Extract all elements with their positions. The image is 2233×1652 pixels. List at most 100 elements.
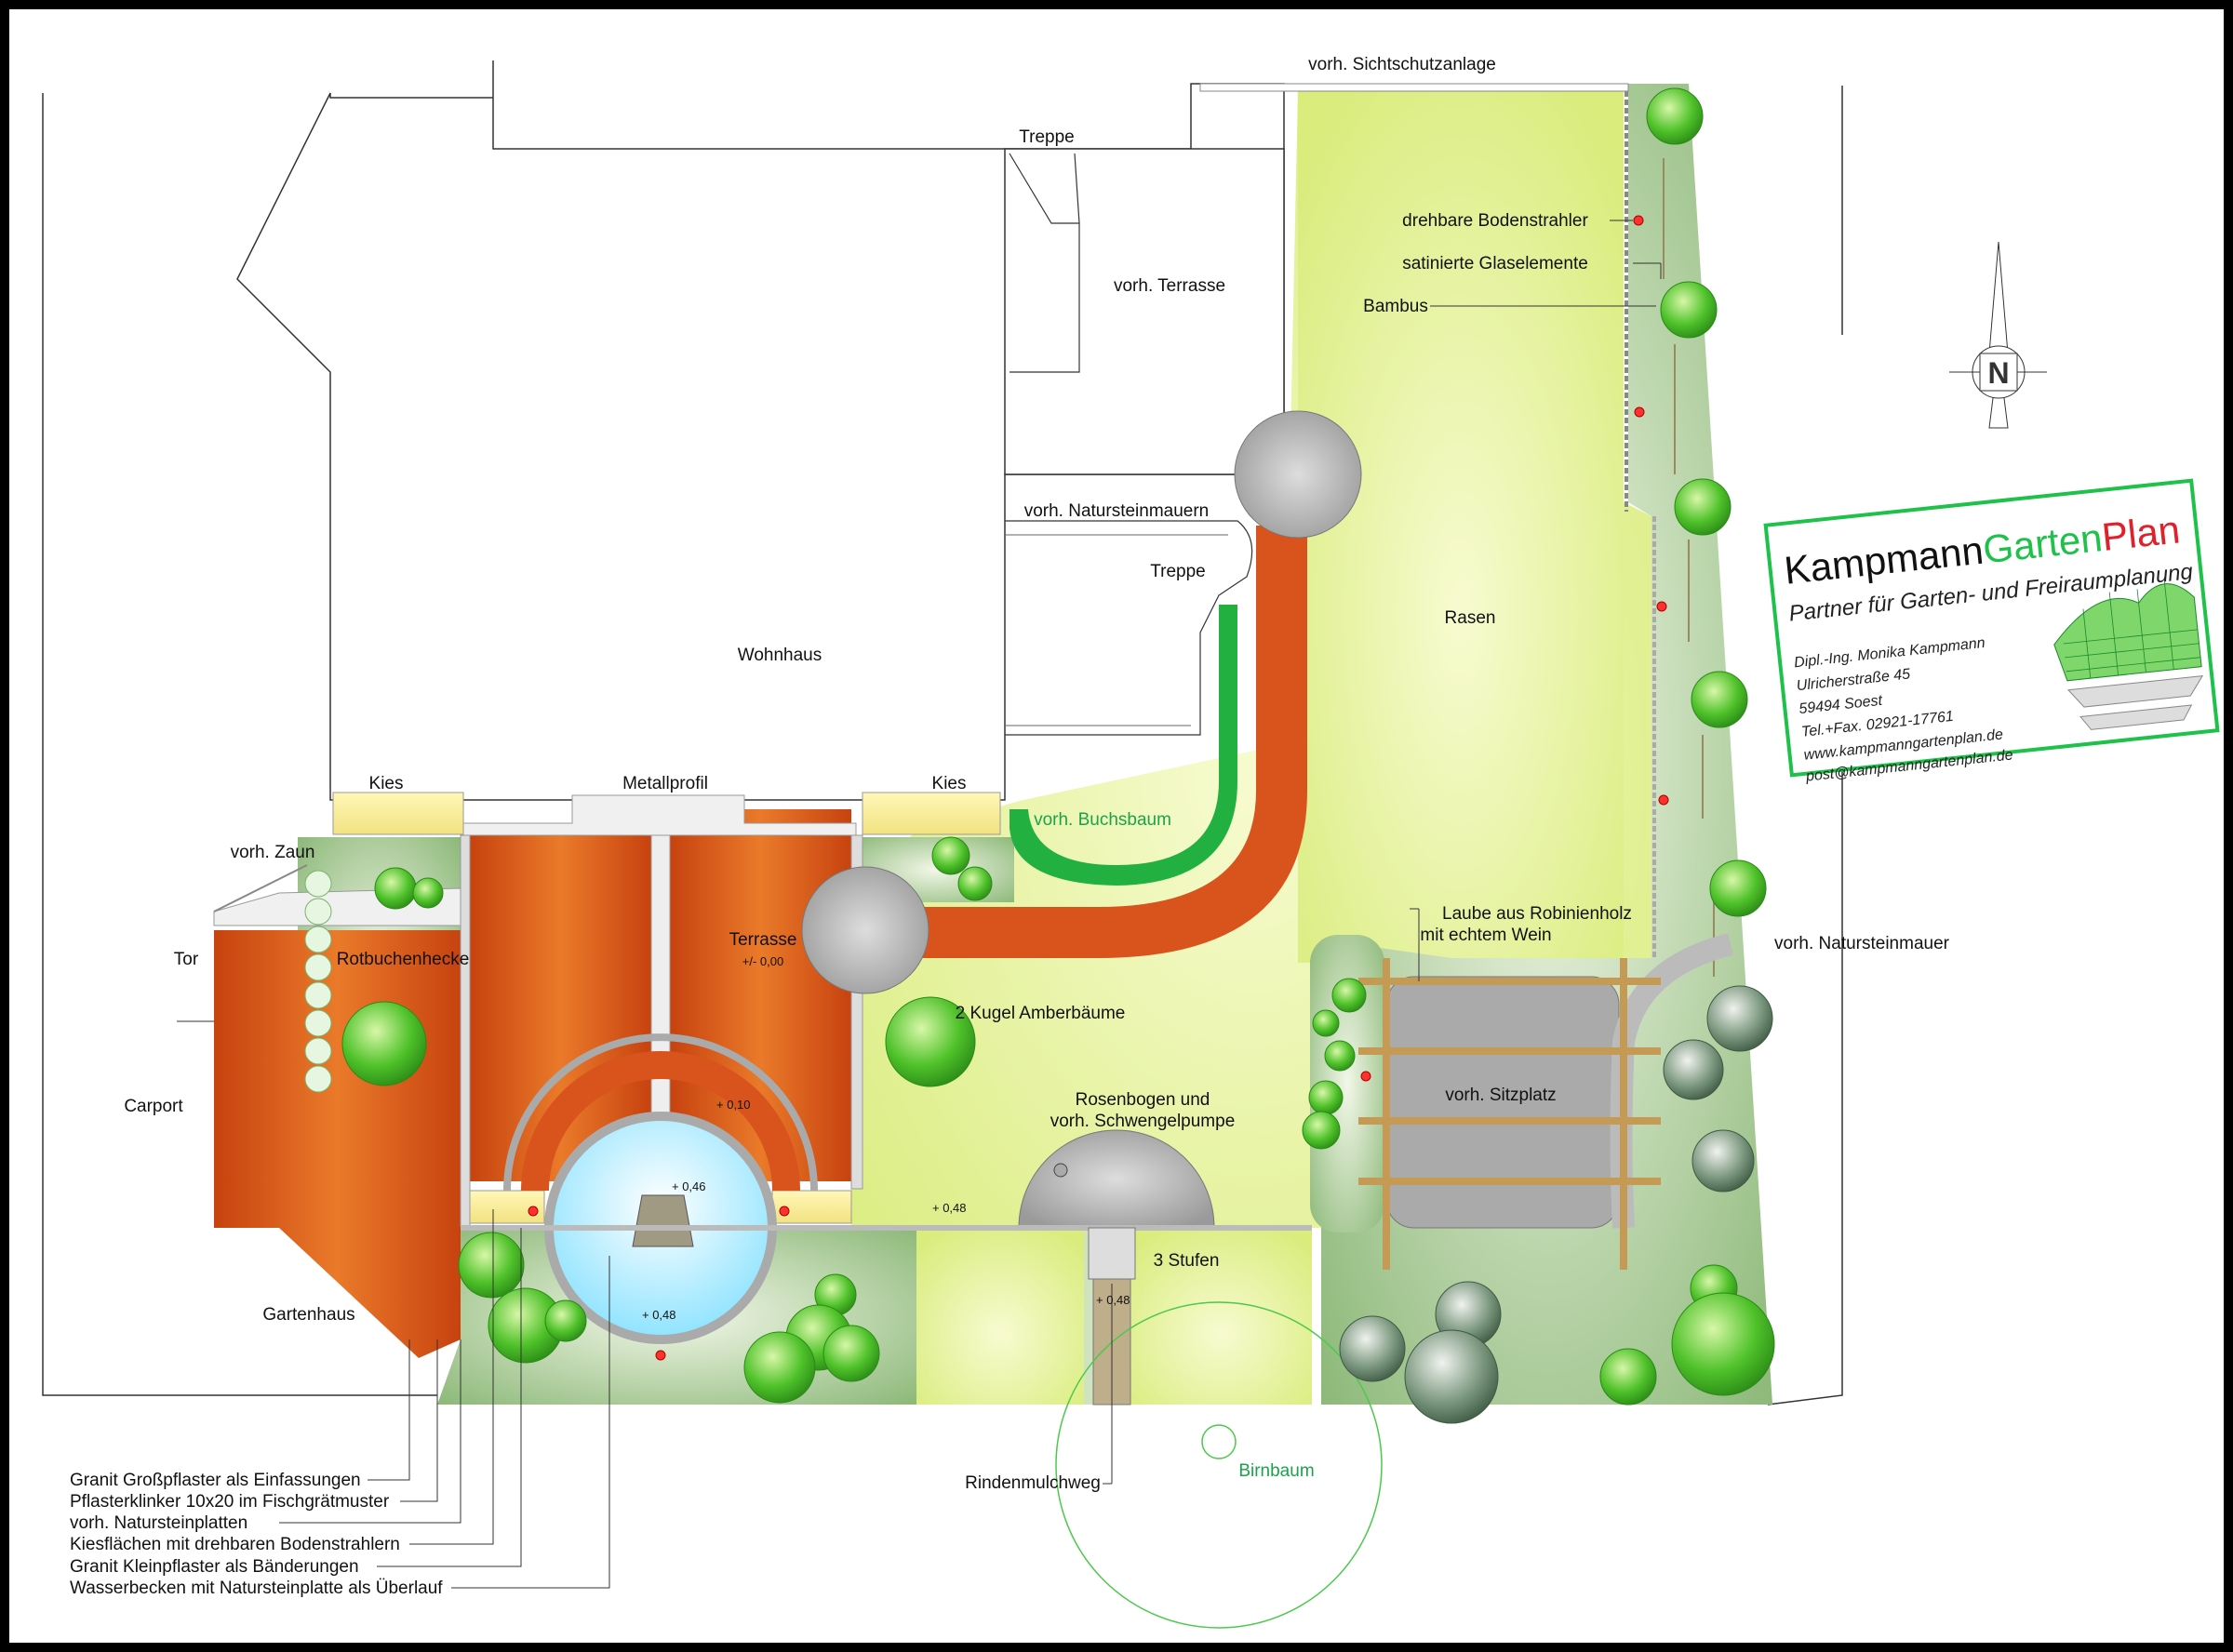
pergola-bed: [1310, 935, 1384, 1232]
legend-item-4: Kiesflächen mit drehbaren Bodenstrahlern: [70, 1535, 400, 1554]
vorh-terrasse-outline: [1004, 148, 1285, 475]
rotbuchenhecke-balls: [304, 870, 332, 1093]
label-level-046: + 0,46: [672, 1179, 706, 1193]
birnbaum-canopy: [1055, 1301, 1383, 1629]
hedge-ball: [304, 1065, 332, 1093]
hedge-ball: [304, 953, 332, 981]
shrub: [822, 1325, 880, 1382]
label-rindenmulchweg: Rindenmulchweg: [965, 1473, 1101, 1493]
label-natursteinmauern: vorh. Natursteinmauern: [1024, 501, 1210, 521]
label-rasen: Rasen: [1445, 608, 1496, 628]
legend-item-1: Granit Großpflaster als Einfassungen: [70, 1471, 361, 1490]
legend: Granit Großpflaster als Einfassungen Pfl…: [70, 1471, 443, 1598]
property-line-left: [42, 93, 437, 1396]
business-card: KampmannGartenPlan Partner für Garten- u…: [1763, 478, 2220, 785]
legend-item-3: vorh. Natursteinplatten: [70, 1513, 247, 1533]
label-carport: Carport: [124, 1097, 183, 1116]
shrub: [931, 836, 970, 875]
shrub-grey: [1706, 985, 1773, 1052]
shrub: [1302, 1111, 1341, 1150]
label-treppe-mid: Treppe: [1150, 562, 1206, 581]
label-sitzplatz: vorh. Sitzplatz: [1445, 1086, 1556, 1105]
label-treppe-top: Treppe: [1019, 127, 1075, 147]
zaun-line: [213, 864, 308, 913]
bodenstrahler-icon: [779, 1206, 790, 1217]
buchsbaum-hedge: [1010, 605, 1237, 886]
label-glaselemente: satinierte Glaselemente: [1402, 254, 1588, 273]
granit-edge-left: [460, 834, 471, 1227]
shrub: [341, 1001, 427, 1086]
shrub: [1671, 1292, 1775, 1396]
label-stufen: 3 Stufen: [1154, 1251, 1220, 1271]
rasen-strip: [1298, 88, 1624, 963]
leader-lines: [177, 220, 1662, 1589]
shrub: [458, 1232, 525, 1299]
pool-arc-edge: [503, 1033, 818, 1192]
shrubs: [341, 87, 1775, 1424]
sichtschutz-line: [1199, 83, 1629, 92]
label-level-048-b: + 0,48: [642, 1308, 676, 1322]
paving-circle-top: [1234, 410, 1362, 539]
shrub: [374, 867, 417, 910]
shrub-grey: [1691, 1129, 1755, 1192]
label-terrasse: Terrasse: [729, 930, 797, 950]
hedge-ball: [304, 1037, 332, 1065]
treppe-top-outline: [1009, 153, 1080, 373]
label-sichtschutz: vorh. Sichtschutzanlage: [1308, 55, 1496, 74]
hedge-ball: [304, 898, 332, 926]
label-metallprofil: Metallprofil: [622, 774, 708, 793]
kies-right: [862, 792, 1001, 835]
label-laube-2: mit echtem Wein: [1420, 926, 1551, 945]
legend-item-2: Pflasterklinker 10x20 im Fischgrätmuster: [70, 1492, 390, 1512]
shrub: [412, 877, 444, 909]
stufen: [1088, 1227, 1136, 1280]
label-buchsbaum: vorh. Buchsbaum: [1034, 810, 1171, 830]
shrub: [1324, 1040, 1356, 1072]
label-natursteinmauer-r: vorh. Natursteinmauer: [1774, 934, 1950, 953]
metallprofil-strip: [460, 794, 857, 836]
lower-lawn-1: [916, 1228, 1084, 1405]
label-zaun: vorh. Zaun: [231, 843, 315, 862]
compass-letter: N: [1987, 356, 2009, 390]
laube-pergola: [1358, 958, 1661, 1270]
hedge-ball: [304, 981, 332, 1009]
label-gartenhaus: Gartenhaus: [262, 1305, 354, 1325]
shrub: [1660, 281, 1718, 339]
label-rosenbogen-1: Rosenbogen und: [1076, 1090, 1210, 1110]
label-level-010: + 0,10: [716, 1098, 751, 1112]
label-level-048-c: + 0,48: [1096, 1293, 1130, 1307]
bodenstrahler-icon: [1634, 406, 1645, 418]
brick-path: [921, 526, 1307, 958]
label-vorh-terrasse: vorh. Terrasse: [1114, 276, 1225, 296]
shrub: [1331, 978, 1367, 1013]
property-line-right: [1767, 86, 1843, 1406]
lower-lawn-2: [1130, 1228, 1312, 1405]
bodenstrahler-icon: [1656, 601, 1667, 612]
bodenstrahler-icon: [1633, 215, 1644, 226]
label-kies-right: Kies: [932, 774, 967, 793]
shrub: [1691, 671, 1748, 728]
shrub-grey: [1404, 1329, 1499, 1424]
label-rosenbogen-2: vorh. Schwengelpumpe: [1050, 1112, 1236, 1131]
shrub: [743, 1331, 816, 1404]
shrub-grey: [1663, 1039, 1724, 1100]
shrub-grey: [1339, 1315, 1406, 1382]
treppe-mid-outline: [1005, 520, 1253, 736]
label-bambus: Bambus: [1363, 297, 1428, 316]
shrub: [1308, 1080, 1344, 1115]
mauern-outline: [1005, 534, 1228, 726]
schwengelpumpe: [1053, 1163, 1068, 1178]
card-logo-terrain: [2053, 581, 2204, 730]
shrub: [885, 996, 976, 1087]
pool-overflow-plate: [632, 1194, 694, 1247]
bodenstrahler-icon: [655, 1350, 666, 1361]
legend-item-5: Granit Kleinpflaster als Bänderungen: [70, 1557, 359, 1577]
labels: vorh. Sichtschutzanlage Treppe vorh. Ter…: [124, 55, 1949, 1493]
label-laube-1: Laube aus Robinienholz: [1442, 904, 1632, 924]
shrub: [1674, 478, 1732, 536]
bodenstrahler-lights: [528, 215, 1669, 1361]
birnbaum-trunk: [1201, 1424, 1237, 1459]
label-tor: Tor: [174, 950, 199, 969]
label-kies-left: Kies: [369, 774, 404, 793]
